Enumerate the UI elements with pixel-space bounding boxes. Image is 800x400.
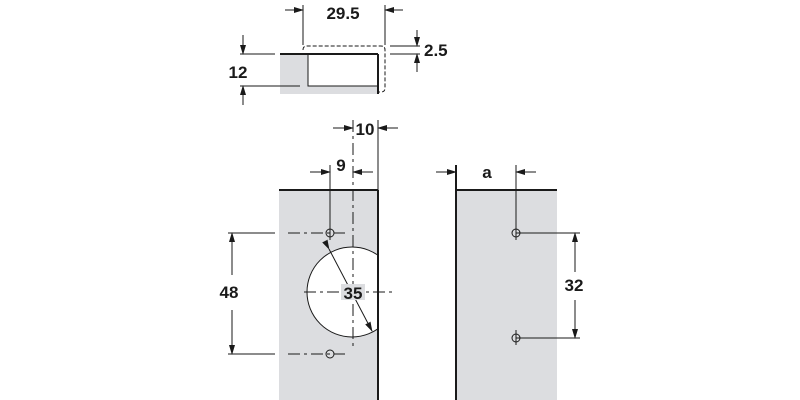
section-view	[240, 5, 420, 105]
cabinet-side-view	[436, 165, 580, 400]
dim-hole-spacing: 48	[220, 283, 239, 302]
dim-offset: 2.5	[424, 41, 448, 60]
dim-cup-diameter: 35	[344, 284, 363, 303]
door-view	[228, 120, 398, 400]
dim-plate-hole-spacing: 32	[565, 276, 584, 295]
dim-hole-offset: 9	[336, 156, 345, 175]
dim-cup-depth: 12	[229, 63, 248, 82]
dim-cup-width: 29.5	[326, 4, 359, 23]
dim-edge-distance: 10	[356, 120, 375, 139]
dim-plate-offset: a	[482, 163, 492, 182]
